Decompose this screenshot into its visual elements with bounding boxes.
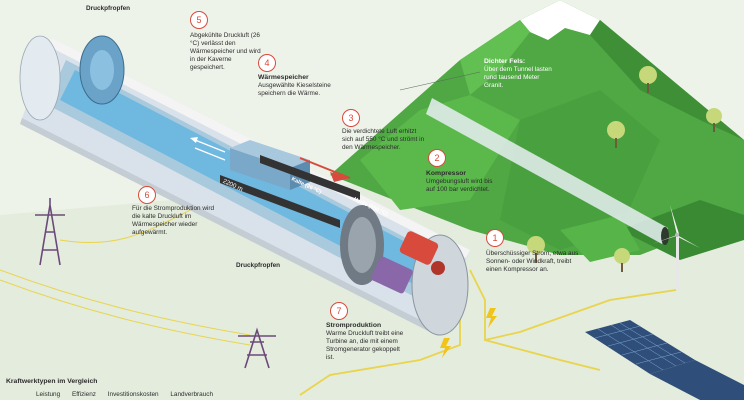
step-marker-3: 3: [342, 109, 360, 127]
step-marker-5: 5: [190, 11, 208, 29]
step-text-3: Die verdichtete Luft erhitzt sich auf 55…: [342, 128, 426, 152]
pylons: [35, 198, 276, 369]
step-title-7: Stromproduktion: [326, 322, 382, 329]
step-text-1-body: Überschüssiger Strom, etwa aus Sonnen- o…: [486, 250, 579, 273]
step-text-6-body: Für die Stromproduktion wird die kalte D…: [132, 205, 215, 236]
label-druckpfropfen-top: Druckpfropfen: [86, 5, 131, 12]
step-marker-2: 2: [428, 149, 446, 167]
trees: [527, 66, 722, 272]
step-title-2: Kompressor: [426, 170, 467, 177]
footer-col-landverbrauch: Landverbrauch: [170, 391, 214, 398]
footer-col-effizienz: Effizienz: [71, 391, 96, 398]
footer-col-leistung: Leistung: [36, 391, 61, 398]
rock-text: Dichter Fels: Über dem Tunnel lasten run…: [484, 58, 556, 90]
step-text-6: Für die Stromproduktion wird die kalte D…: [132, 205, 216, 237]
solar-panels: [585, 320, 744, 400]
end-cap-machinery: [340, 205, 469, 336]
mountain-tunnel: [399, 71, 669, 245]
step-text-2: Kompressor Umgebungsluft wird bis auf 10…: [426, 170, 496, 194]
footer-col-investitionskosten: Investitionskosten: [107, 391, 159, 398]
step-text-4-body: Ausgewählte Kieselsteine speichern die W…: [258, 82, 331, 97]
rock-body: Über dem Tunnel lasten rund tausend Mete…: [484, 66, 552, 89]
power-lines: [0, 204, 251, 346]
step-text-2-body: Umgebungsluft wird bis auf 100 bar verdi…: [426, 178, 493, 193]
pipes: [190, 137, 360, 228]
step-marker-1: 1: [486, 229, 504, 247]
lightning-icons: [440, 308, 497, 358]
step-text-4: Wärmespeicher Ausgewählte Kieselsteine s…: [258, 74, 338, 98]
step-text-1: Überschüssiger Strom, etwa aus Sonnen- o…: [486, 250, 586, 274]
step-text-5-body: Abgekühlte Druckluft (26 °C) verlässt de…: [190, 32, 261, 71]
step-marker-4: 4: [258, 54, 276, 72]
footer-columns: Leistung Effizienz Investitionskosten La…: [6, 391, 223, 398]
step-text-7: Stromproduktion Warme Druckluft treibt e…: [326, 322, 406, 362]
step-text-3-body: Die verdichtete Luft erhitzt sich auf 55…: [342, 128, 425, 151]
step-marker-6: 6: [138, 186, 156, 204]
step-text-7-body: Warme Druckluft treibt eine Turbine an, …: [326, 330, 404, 361]
comparison-footer: Kraftwerktypen im Vergleich Leistung Eff…: [6, 378, 223, 398]
label-druckpfropfen-mid: Druckpfropfen: [236, 262, 281, 269]
step-marker-7: 7: [330, 302, 348, 320]
step-text-5: Abgekühlte Druckluft (26 °C) verlässt de…: [190, 32, 266, 72]
footer-title: Kraftwerktypen im Vergleich: [6, 378, 98, 385]
step-title-4: Wärmespeicher: [258, 74, 309, 81]
wind-turbine: [652, 205, 700, 290]
rock-title: Dichter Fels:: [484, 58, 526, 65]
